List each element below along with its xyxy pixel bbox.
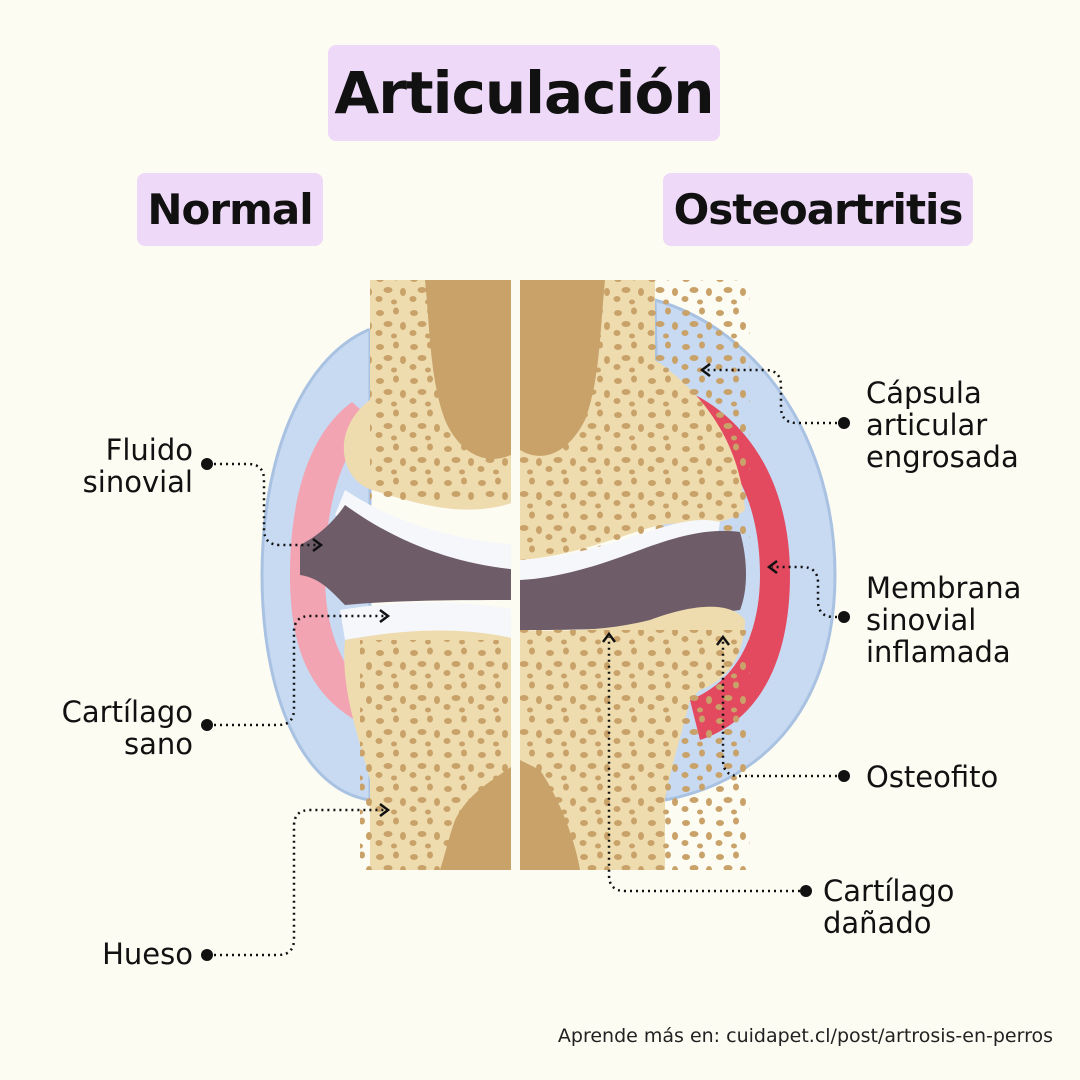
osteoarthritis-heading: Osteoartritis	[663, 173, 973, 246]
normal-joint	[260, 280, 512, 870]
osteoarthritis-joint	[520, 280, 837, 870]
label-healthy-cartilage: Cartílago sano	[61, 695, 193, 761]
label-inflamed-membrane: Membrana sinovial inflamada	[866, 571, 1022, 669]
label-synovial-fluid: Fluido sinovial	[82, 433, 193, 499]
inflamed-membrane	[672, 385, 790, 740]
label-osteophyte: Osteofito	[866, 760, 999, 794]
lower-marrow-oa	[520, 760, 580, 870]
upper-marrow	[425, 280, 512, 459]
label-damaged-cartilage: Cartílago dañado	[823, 874, 955, 940]
leader-arrowheads	[312, 363, 778, 817]
synovial-fluid	[300, 505, 512, 605]
upper-cartilage	[335, 490, 512, 575]
footer-link-text: Aprende más en: cuidapet.cl/post/artrosi…	[557, 1025, 1053, 1047]
label-thickened-capsule: Cápsula articular engrosada	[866, 376, 1019, 474]
label-bone: Hueso	[102, 937, 193, 971]
leader-lines	[208, 368, 843, 957]
damaged-cartilage-upper	[520, 520, 720, 580]
synovial-membrane	[290, 402, 372, 720]
normal-heading: Normal	[137, 173, 323, 246]
upper-marrow-oa	[520, 280, 605, 456]
page-title: Articulación	[328, 45, 720, 141]
lower-marrow	[440, 766, 512, 870]
synovial-fluid-oa	[520, 530, 746, 630]
leader-dots	[201, 417, 850, 961]
